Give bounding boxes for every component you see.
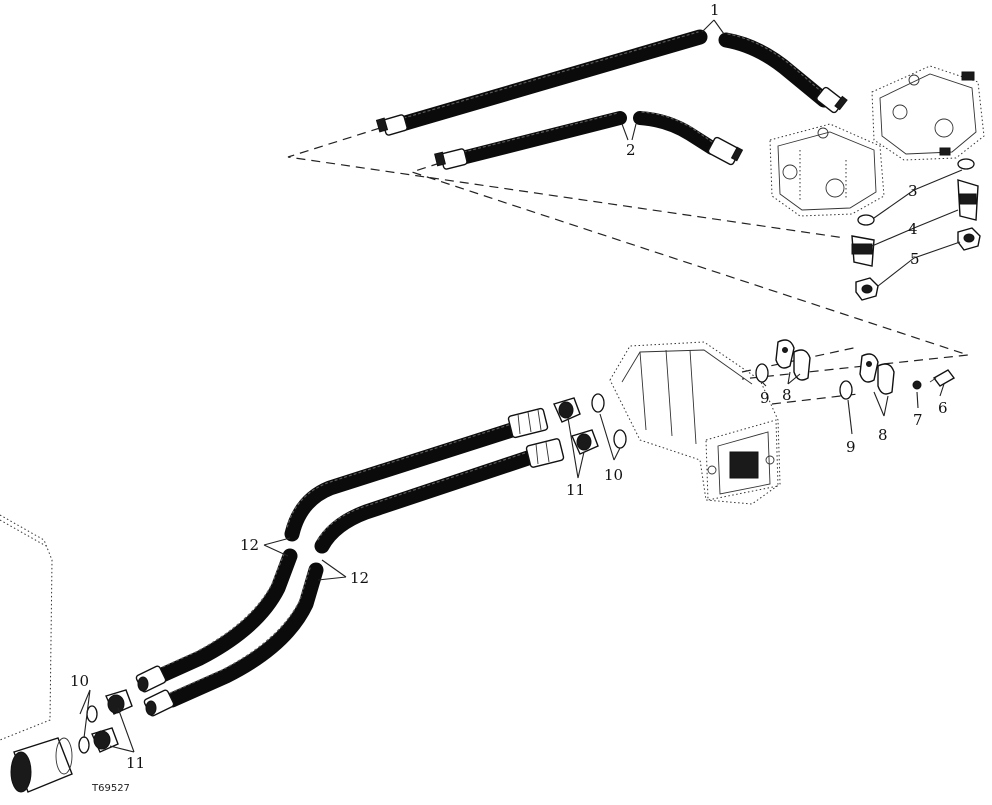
callout-12-right: 12 (350, 569, 369, 587)
callout-2: 2 (626, 141, 636, 159)
hose-1-end-fitting-left (375, 114, 408, 136)
callout-4: 4 (908, 220, 918, 238)
callout-8-upper: 8 (782, 386, 792, 404)
figure-code: T69527 (91, 783, 130, 794)
lower-hose-pressure (135, 407, 549, 693)
o-ring-10-lower (78, 705, 98, 754)
callout-labels: 1 2 3 4 5 6 7 8 8 9 9 10 10 11 11 12 12 (70, 1, 948, 772)
lock-washer-7 (912, 380, 922, 390)
lower-hose-1-fitting-tank (135, 665, 167, 693)
hydraulic-pump (609, 341, 781, 505)
upper-hose-2 (434, 111, 744, 170)
control-valve-front (769, 123, 885, 217)
oil-filter (10, 737, 73, 793)
split-flange-8 (775, 339, 895, 395)
hose-2-end-fitting-right (707, 136, 744, 166)
leader-lines (79, 19, 963, 753)
o-ring-10-upper (591, 393, 627, 449)
adapter-fitting-4 (851, 179, 979, 267)
hose-2-end-fitting-left (434, 148, 468, 170)
callout-12-left: 12 (240, 536, 259, 554)
nut-5 (855, 227, 981, 301)
upper-hose-1 (375, 29, 848, 136)
callout-11-pump: 11 (566, 481, 585, 499)
lower-hose-return (143, 438, 565, 717)
callout-5: 5 (910, 250, 920, 268)
lower-hose-2-fitting-pump (525, 438, 565, 468)
hose-1-end-fitting-right (816, 86, 848, 114)
adapter-fitting-11-lower (91, 689, 133, 753)
lower-hose-2-fitting-tank (143, 689, 175, 717)
control-valve-rear (871, 65, 985, 161)
callout-9-upper: 9 (760, 389, 770, 407)
o-ring-3 (857, 158, 975, 226)
callout-6: 6 (938, 399, 948, 417)
callout-9-lower: 9 (846, 438, 856, 456)
callout-7: 7 (913, 411, 923, 429)
lower-hose-1-fitting-pump (507, 407, 549, 439)
callout-1: 1 (710, 1, 720, 19)
callout-10-tank: 10 (70, 672, 89, 690)
cap-screw-6 (929, 369, 956, 387)
callout-3: 3 (908, 182, 918, 200)
callout-10-pump: 10 (604, 466, 623, 484)
callout-11-tank: 11 (126, 754, 145, 772)
adapter-fitting-11-upper (553, 397, 599, 455)
callout-8-lower: 8 (878, 426, 888, 444)
hydraulic-reservoir (0, 514, 53, 741)
o-ring-9 (755, 363, 853, 400)
